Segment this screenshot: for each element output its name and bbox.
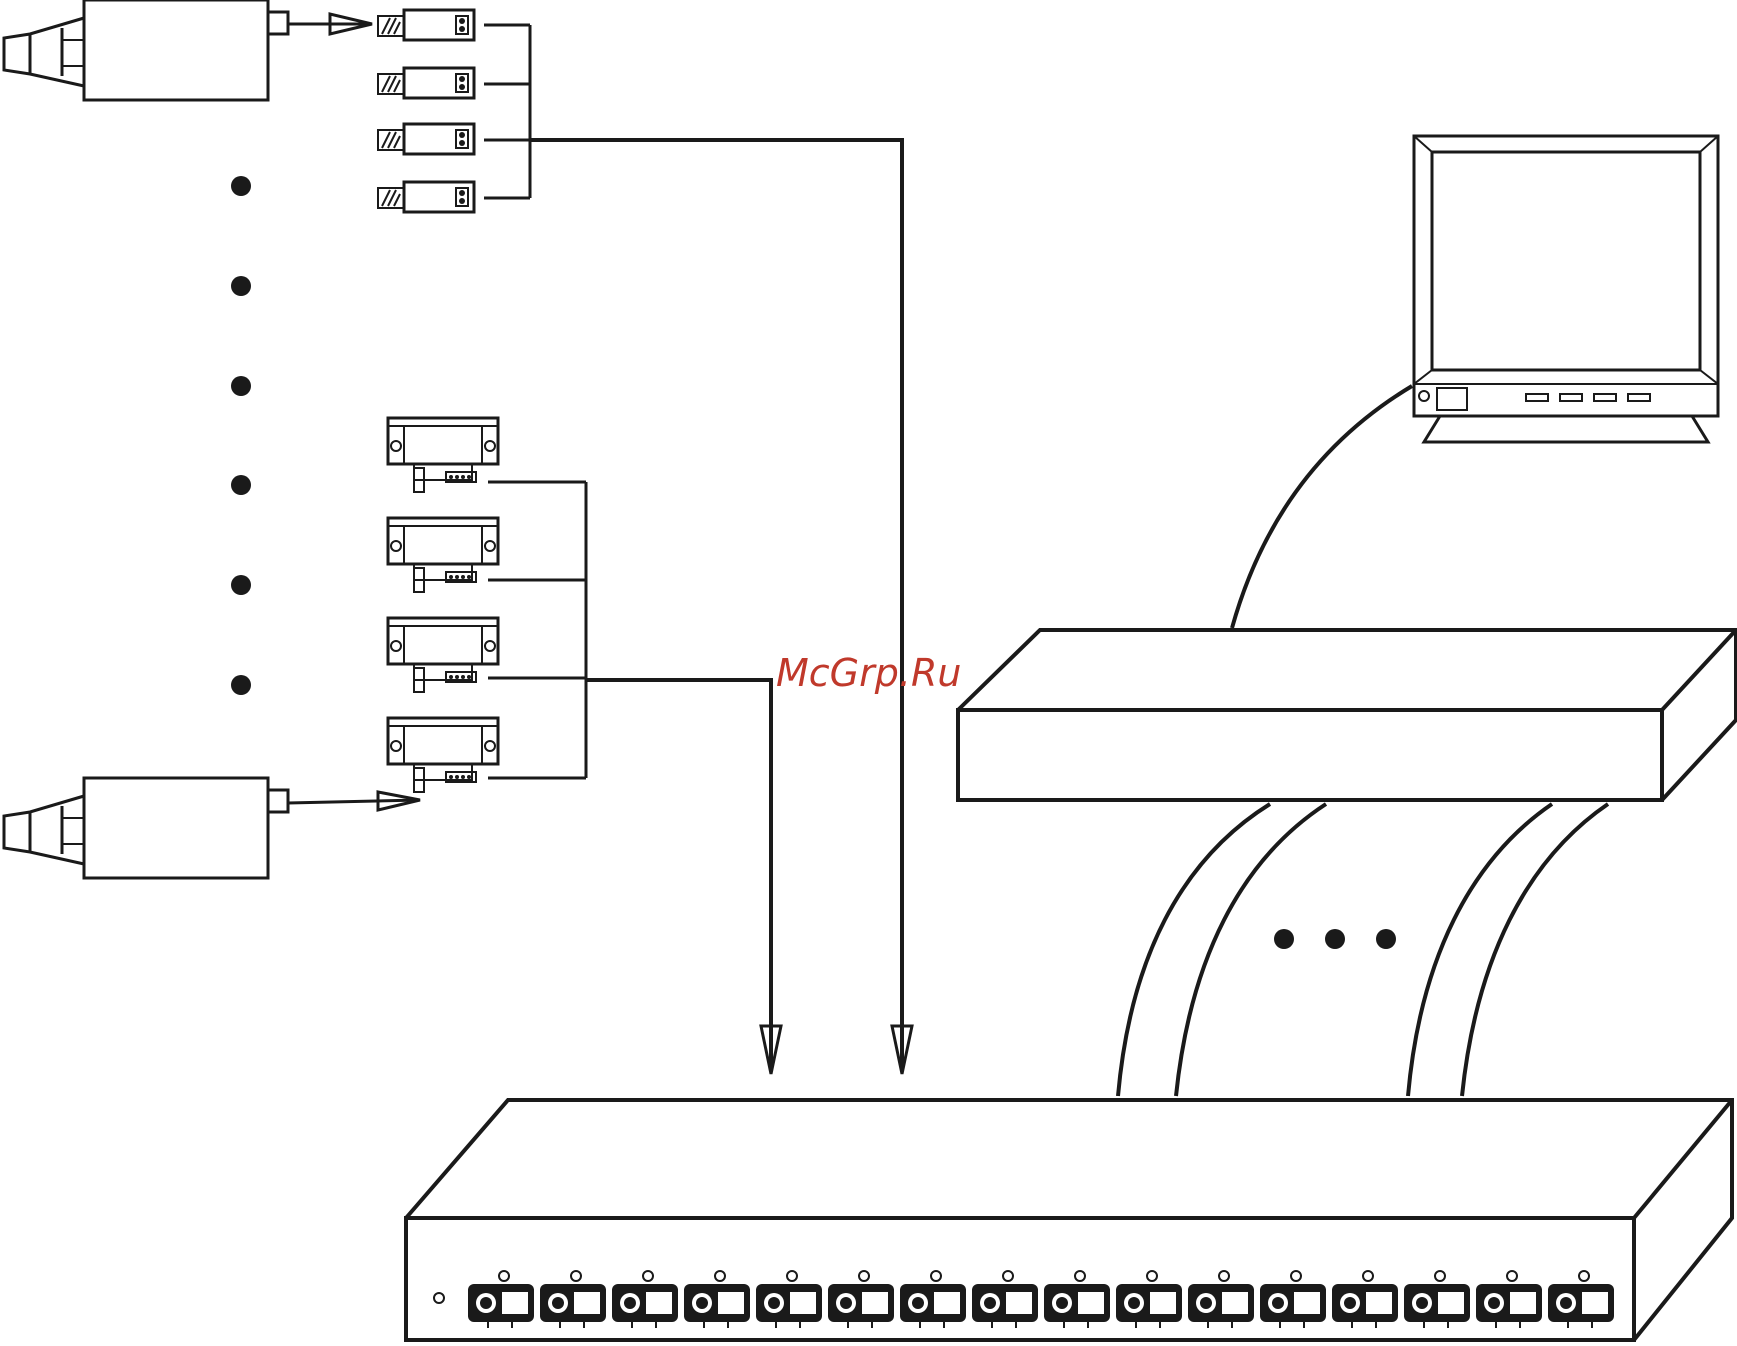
monitor-cable bbox=[1232, 386, 1412, 628]
camera-gap-dots bbox=[231, 176, 251, 695]
hub-power-led bbox=[434, 1293, 444, 1303]
hub-bnc-port bbox=[1188, 1271, 1254, 1328]
gap-dot bbox=[231, 475, 251, 495]
camera-top bbox=[4, 0, 288, 100]
hub-bnc-port bbox=[1116, 1271, 1182, 1328]
camera-bottom bbox=[4, 778, 288, 878]
hub-bnc-port bbox=[900, 1271, 966, 1328]
gap-dot bbox=[231, 575, 251, 595]
receiver-box bbox=[958, 630, 1736, 800]
hub-bnc-port bbox=[756, 1271, 822, 1328]
hub-bnc-port bbox=[828, 1271, 894, 1328]
interconnect-cables bbox=[1118, 804, 1608, 1096]
hub-bnc-port bbox=[972, 1271, 1038, 1328]
passive-group-bus bbox=[484, 25, 530, 198]
active-transceiver-3 bbox=[388, 618, 498, 692]
passive-transceiver-2 bbox=[378, 68, 474, 98]
gap-dot bbox=[231, 376, 251, 396]
active-group-cable bbox=[586, 680, 771, 1068]
watermark-text: McGrp.Ru bbox=[776, 651, 961, 695]
hub-bnc-port bbox=[1548, 1271, 1614, 1328]
hub-bnc-port bbox=[468, 1271, 534, 1328]
hub-port-row bbox=[468, 1271, 1614, 1328]
gap-dot bbox=[1325, 929, 1345, 949]
hub-bnc-port bbox=[684, 1271, 750, 1328]
gap-dot bbox=[1376, 929, 1396, 949]
active-transceiver-1 bbox=[388, 418, 498, 492]
monitor-power-button bbox=[1437, 388, 1467, 410]
monitor-power-led bbox=[1419, 391, 1429, 401]
monitor-button bbox=[1594, 394, 1616, 401]
gap-dot bbox=[1274, 929, 1294, 949]
hub-bnc-port bbox=[1404, 1271, 1470, 1328]
monitor-stand bbox=[1424, 416, 1708, 442]
hub-bnc-port bbox=[1044, 1271, 1110, 1328]
cable-gap-dots bbox=[1274, 929, 1396, 949]
hub-bnc-port bbox=[612, 1271, 678, 1328]
active-transceiver-2 bbox=[388, 518, 498, 592]
active-group-bus bbox=[488, 482, 586, 778]
monitor-button bbox=[1526, 394, 1548, 401]
gap-dot bbox=[231, 675, 251, 695]
monitor-button bbox=[1560, 394, 1582, 401]
hub-bnc-port bbox=[1476, 1271, 1542, 1328]
passive-transceiver-1 bbox=[378, 10, 474, 40]
camera-bottom-link bbox=[288, 800, 420, 803]
passive-transceiver-3 bbox=[378, 124, 474, 154]
active-transceiver-4 bbox=[388, 718, 498, 792]
hub-bnc-port bbox=[1260, 1271, 1326, 1328]
monitor-button bbox=[1628, 394, 1650, 401]
hub-bnc-port bbox=[1332, 1271, 1398, 1328]
gap-dot bbox=[231, 276, 251, 296]
gap-dot bbox=[231, 176, 251, 196]
passive-transceiver-4 bbox=[378, 182, 474, 212]
monitor bbox=[1414, 136, 1718, 442]
hub-bnc-port bbox=[540, 1271, 606, 1328]
